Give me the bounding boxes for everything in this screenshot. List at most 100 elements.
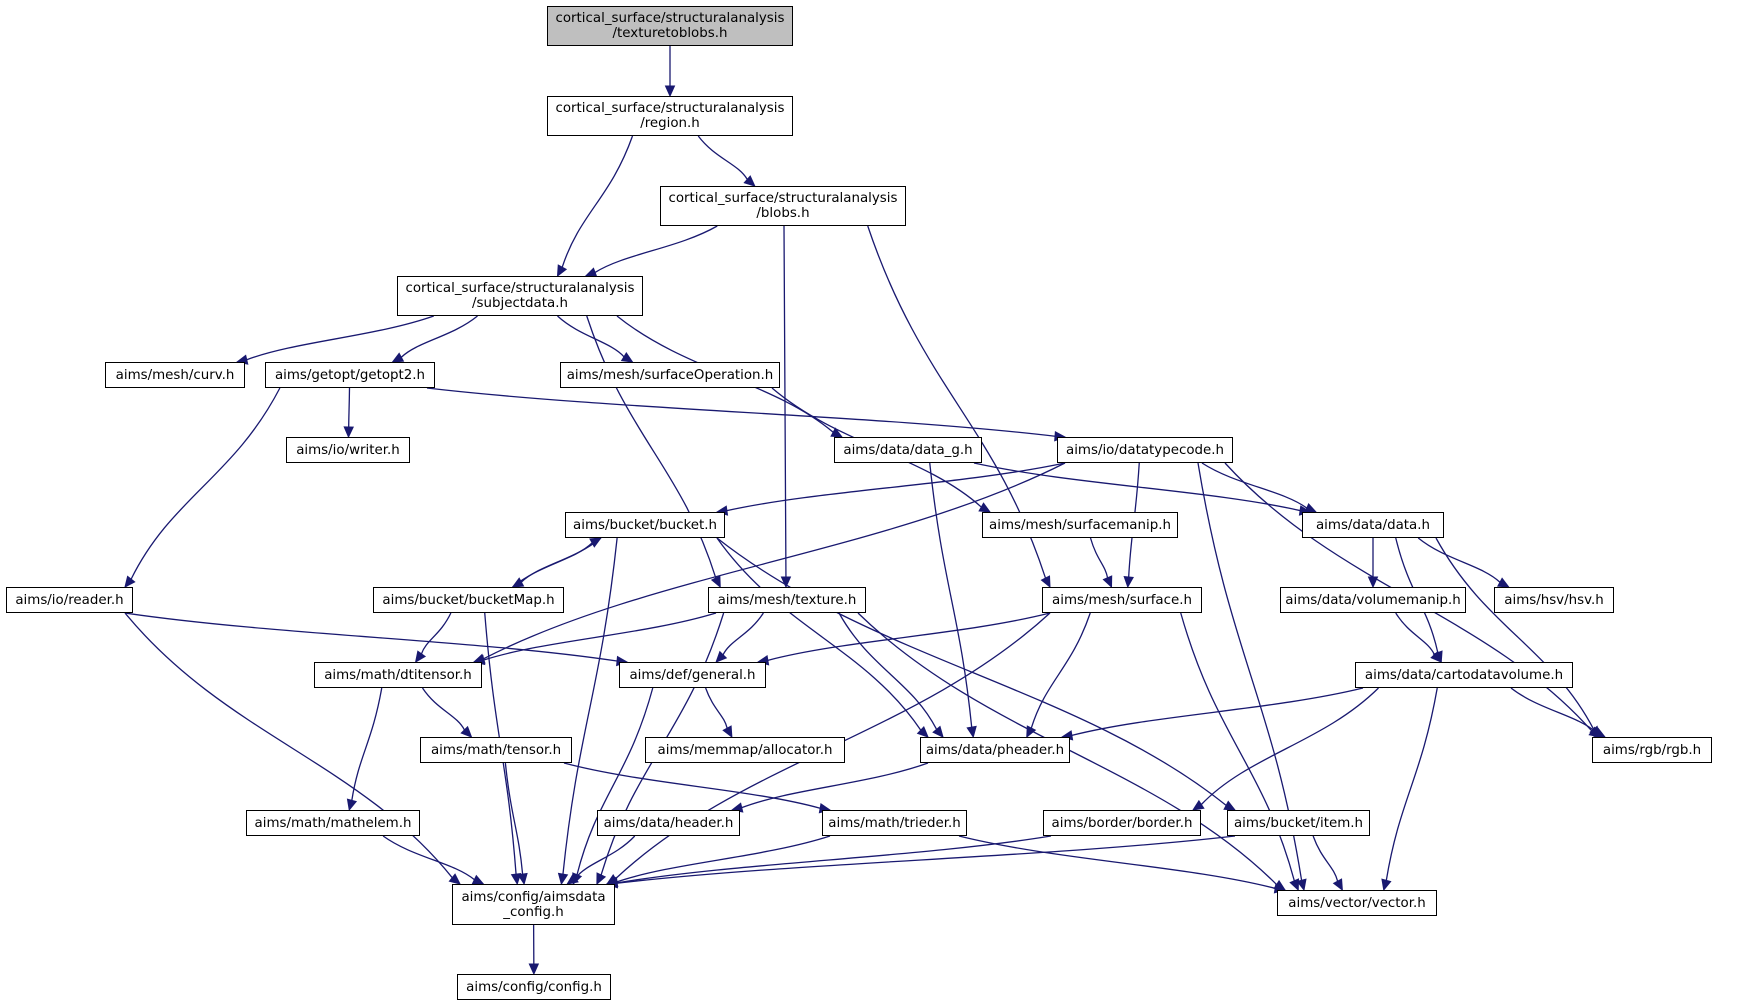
edge-cartodatavolume-to-border (1200, 687, 1379, 805)
node-config[interactable]: aims/config/config.h (457, 974, 611, 1000)
edge-subjectdata-to-surfaceOperation (557, 315, 625, 358)
arrowhead-subjectdata-to-getopt2 (391, 352, 405, 363)
node-bucket[interactable]: aims/bucket/bucket.h (565, 512, 725, 538)
edge-reader-to-general (124, 612, 618, 662)
edge-reader-to-aimsdata_config (124, 612, 453, 879)
node-tensor[interactable]: aims/math/tensor.h (420, 737, 572, 763)
edge-texture-to-dtitensor (483, 612, 717, 661)
edge-header-to-aimsdata_config (574, 835, 636, 879)
node-mathelem[interactable]: aims/math/mathelem.h (246, 810, 420, 836)
node-data_g[interactable]: aims/data/data_g.h (834, 437, 982, 463)
arrowhead-data-to-volumemanip (1367, 576, 1379, 589)
edge-datatypecode-to-data (1201, 462, 1308, 509)
node-surfacemanip[interactable]: aims/mesh/surfacemanip.h (982, 512, 1178, 538)
edge-data_g-to-data (973, 462, 1301, 512)
edge-tensor-to-aimsdata_config (504, 762, 524, 875)
node-data[interactable]: aims/data/data.h (1302, 512, 1444, 538)
node-header[interactable]: aims/data/header.h (597, 810, 740, 836)
arrowhead-cartodatavolume-to-border (1191, 799, 1205, 811)
edge-getopt2-to-writer (348, 387, 351, 428)
arrowhead-bucket-to-aimsdata_config (557, 872, 569, 886)
edge-cartodatavolume-to-vector (1385, 687, 1438, 881)
node-surfaceOperation[interactable]: aims/mesh/surfaceOperation.h (560, 362, 780, 388)
node-getopt2[interactable]: aims/getopt/getopt2.h (265, 362, 435, 388)
node-dtitensor[interactable]: aims/math/dtitensor.h (314, 662, 482, 688)
node-rgb[interactable]: aims/rgb/rgb.h (1592, 737, 1712, 763)
edge-bucket-to-pheader (716, 537, 922, 731)
edge-data_g-to-pheader (929, 462, 973, 728)
arrowhead-datatypecode-to-data (1304, 503, 1318, 513)
edge-dtitensor-to-mathelem (351, 687, 383, 801)
arrowhead-reader-to-aimsdata_config (448, 873, 461, 885)
node-reader[interactable]: aims/io/reader.h (6, 587, 133, 613)
arrowhead-data-to-hsv (1497, 577, 1510, 588)
node-curv[interactable]: aims/mesh/curv.h (105, 362, 245, 388)
node-general[interactable]: aims/def/general.h (619, 662, 766, 688)
edge-region-to-blobs (697, 135, 748, 180)
arrowhead-getopt2-to-writer (343, 426, 354, 439)
arrowhead-data_g-to-pheader (966, 725, 977, 739)
edge-dtitensor-to-tensor (421, 687, 466, 731)
node-writer[interactable]: aims/io/writer.h (286, 437, 410, 463)
node-border[interactable]: aims/border/border.h (1043, 810, 1201, 836)
edge-surfacemanip-to-surface (1089, 537, 1109, 578)
arrowhead-surfaceOperation-to-surfacemanip (978, 502, 992, 513)
edge-cartodatavolume-to-rgb (1510, 687, 1597, 733)
arrowhead-region-to-blobs (743, 175, 756, 187)
arrowhead-texture-to-general (715, 650, 728, 663)
arrowhead-surface-to-pheader (1026, 725, 1037, 739)
arrowhead-surfacemanip-to-surface (1102, 575, 1113, 589)
node-subjectdata[interactable]: cortical_surface/structuralanalysis/subj… (397, 276, 643, 316)
node-pheader[interactable]: aims/data/pheader.h (920, 737, 1070, 763)
edge-surface-to-pheader (1030, 612, 1091, 729)
node-bucketMap[interactable]: aims/bucket/bucketMap.h (373, 587, 564, 613)
arrowhead-cartodatavolume-to-rgb (1593, 727, 1607, 738)
arrowhead-texturetoblobs-to-region (664, 85, 676, 98)
edge-surface-to-vector (1180, 612, 1295, 881)
arrowhead-dtitensor-to-tensor (460, 725, 473, 738)
edge-datatypecode-to-dtitensor (483, 462, 1066, 660)
arrowhead-getopt2-to-reader (124, 575, 136, 588)
edge-getopt2-to-reader (130, 387, 281, 580)
node-surface[interactable]: aims/mesh/surface.h (1042, 587, 1202, 613)
arrowhead-mathelem-to-aimsdata_config (471, 874, 485, 885)
arrowhead-blobs-to-texture (780, 576, 792, 589)
edge-bucketMap-to-dtitensor (420, 612, 452, 655)
arrowhead-subjectdata-to-texture (710, 575, 721, 589)
edge-tensor-to-trieder (563, 762, 821, 809)
node-texturetoblobs: cortical_surface/structuralanalysis/text… (547, 6, 793, 46)
edge-bucket-to-item (716, 537, 1227, 806)
node-vector[interactable]: aims/vector/vector.h (1277, 890, 1437, 916)
node-texture[interactable]: aims/mesh/texture.h (708, 587, 866, 613)
arrowhead-bucketMap-to-aimsdata_config (510, 872, 522, 886)
arrowhead-region-to-subjectdata (556, 264, 568, 278)
arrowhead-general-to-allocator (722, 725, 733, 739)
node-trieder[interactable]: aims/math/trieder.h (822, 810, 967, 836)
edge-region-to-subjectdata (561, 135, 634, 268)
arrowhead-header-to-aimsdata_config (566, 873, 579, 885)
arrowhead-datatypecode-to-vector (1296, 878, 1307, 892)
arrowhead-aimsdata_config-to-config (528, 963, 540, 976)
arrowhead-tensor-to-aimsdata_config (517, 872, 528, 886)
edge-cartodatavolume-to-pheader (1071, 687, 1364, 737)
node-hsv[interactable]: aims/hsv/hsv.h (1494, 587, 1614, 613)
node-region[interactable]: cortical_surface/structuralanalysis/regi… (547, 96, 793, 136)
arrowhead-datatypecode-to-surface (1123, 576, 1134, 589)
node-volumemanip[interactable]: aims/data/volumemanip.h (1280, 587, 1466, 613)
arrowhead-bucketMap-to-bucket (589, 537, 602, 548)
edge-data-to-hsv (1417, 537, 1501, 583)
node-datatypecode[interactable]: aims/io/datatypecode.h (1057, 437, 1233, 463)
edge-trieder-to-aimsdata_config (616, 835, 831, 883)
node-aimsdata_config[interactable]: aims/config/aimsdata_config.h (452, 884, 615, 925)
arrowhead-cartodatavolume-to-vector (1381, 878, 1392, 892)
node-item[interactable]: aims/bucket/item.h (1227, 810, 1370, 836)
arrowhead-texture-to-aimsdata_config (596, 872, 607, 886)
node-allocator[interactable]: aims/memmap/allocator.h (645, 737, 845, 763)
node-cartodatavolume[interactable]: aims/data/cartodatavolume.h (1355, 662, 1573, 688)
arrowhead-texture-to-pheader (932, 725, 944, 738)
arrowhead-subjectdata-to-surfaceOperation (620, 352, 634, 363)
node-blobs[interactable]: cortical_surface/structuralanalysis/blob… (660, 186, 906, 226)
arrowhead-subjectdata-to-data_g (830, 427, 844, 438)
edge-border-to-aimsdata_config (616, 835, 1052, 884)
